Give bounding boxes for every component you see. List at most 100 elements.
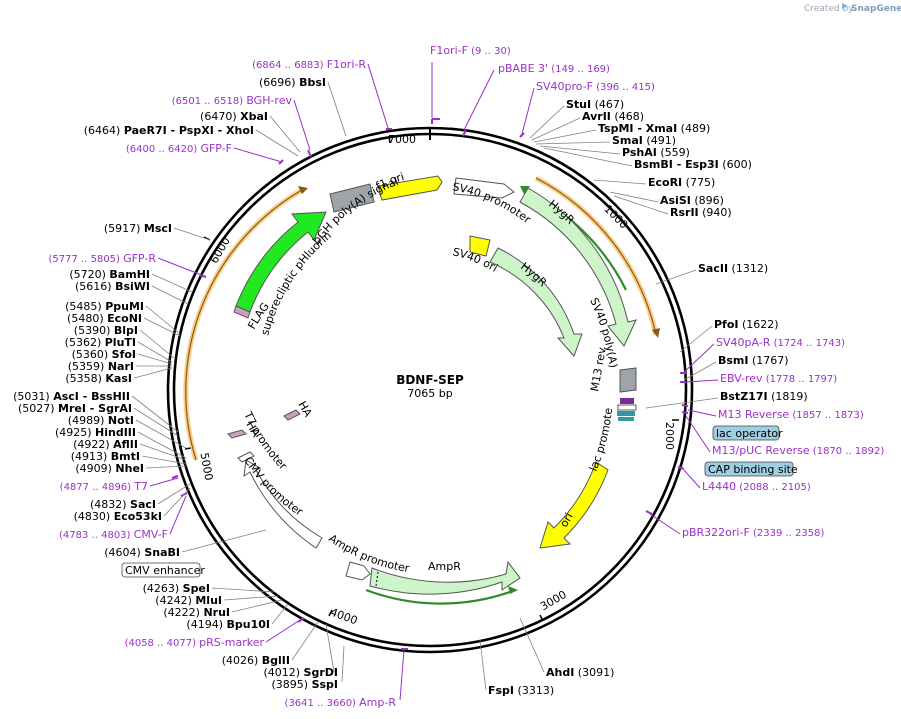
feature-ampr-promoter[interactable] [345, 561, 371, 581]
site-label-smai[interactable]: SmaI (491) [612, 134, 676, 147]
site-label-pbabe[interactable]: pBABE 3' (149 .. 169) [498, 62, 610, 75]
leader-bsiwi [151, 285, 189, 305]
site-label-avrii[interactable]: AvrII (468) [582, 110, 644, 123]
site-label-bghrev[interactable]: (6501 .. 6518) BGH-rev [172, 94, 293, 107]
site-label-kasi[interactable]: (5358) KasI [65, 372, 132, 385]
site-label-cmvf[interactable]: (4783 .. 4803) CMV-F [59, 528, 168, 541]
site-label-hindiii[interactable]: (4925) HindIII [55, 426, 136, 439]
site-label-f1orir[interactable]: (6864 .. 6883) F1ori-R [252, 58, 366, 71]
created-by-text: Created by [804, 4, 854, 14]
site-label-l4440[interactable]: L4440 (2088 .. 2105) [702, 480, 811, 493]
site-label-mlui[interactable]: (4242) MluI [155, 594, 222, 607]
site-label-stui[interactable]: StuI (467) [566, 98, 624, 111]
site-label-asci[interactable]: (5031) AscI - BssHII [13, 390, 130, 403]
site-label-bmti[interactable]: (4913) BmtI [71, 450, 140, 463]
leader-fspi [479, 639, 487, 691]
feature-ha-1[interactable] [227, 429, 247, 439]
site-label-sv40prof[interactable]: SV40pro-F (396 .. 415) [536, 80, 655, 93]
site-label-pbr322[interactable]: pBR322ori-F (2339 .. 2358) [682, 526, 824, 539]
leader-spei [211, 587, 275, 593]
site-label-saci[interactable]: (4832) SacI [90, 498, 156, 511]
feature-m13-lac-cluster[interactable] [617, 398, 637, 421]
site-label-pfoi[interactable]: PfoI (1622) [714, 318, 779, 331]
site-label-spei[interactable]: (4263) SpeI [143, 582, 210, 595]
site-label-bpu10i[interactable]: (4194) Bpu10I [186, 618, 270, 631]
site-label-gfpf[interactable]: (6400 .. 6420) GFP-F [126, 142, 232, 155]
site-label-rsrii[interactable]: RsrII (940) [670, 206, 732, 219]
site-label-bsmbi[interactable]: BsmBI - Esp3I (600) [634, 158, 752, 171]
feature-ori[interactable] [539, 461, 609, 549]
leader-blpi [139, 329, 175, 359]
site-label-sspi[interactable]: (3895) SspI [271, 678, 338, 691]
box-cmv-enhancer[interactable] [121, 562, 201, 578]
feature-sv40-ori[interactable] [469, 235, 491, 257]
feature-sv40-promoter[interactable] [453, 177, 515, 199]
site-label-ecori[interactable]: EcoRI (775) [648, 176, 715, 189]
leader-sv40par [681, 343, 715, 375]
feature-f1-ori[interactable] [377, 175, 443, 201]
leader-t7 [149, 477, 179, 487]
site-label-msci[interactable]: (5917) MscI [104, 222, 172, 235]
site-label-aflii[interactable]: (4922) AflII [73, 438, 138, 451]
feature-hygr-outer[interactable] [519, 187, 637, 347]
site-label-bsmi[interactable]: BsmI (1767) [718, 354, 789, 367]
site-label-m13puc[interactable]: M13/pUC Reverse (1870 .. 1892) [712, 444, 884, 457]
feature-bgh-polya[interactable] [329, 183, 375, 213]
site-label-xbai[interactable]: (6470) XbaI [200, 110, 268, 123]
feature-hygr-inner[interactable] [489, 247, 583, 357]
leader-prs [265, 619, 301, 643]
box-cap-binding-site[interactable] [704, 461, 794, 477]
site-label-sgrdi[interactable]: (4012) SgrDI [263, 666, 338, 679]
site-label-sv40par[interactable]: SV40pA-R (1724 .. 1743) [716, 336, 845, 349]
site-label-prs[interactable]: (4058 .. 4077) pRS-marker [125, 636, 265, 649]
leader-gfpr [157, 257, 205, 277]
leader-bsmbi [543, 147, 633, 167]
site-label-ebvrev[interactable]: EBV-rev (1778 .. 1797) [720, 372, 837, 385]
site-label-pshai[interactable]: PshAI (559) [622, 146, 690, 159]
leader-ecori [593, 179, 647, 185]
site-label-brei[interactable]: (5027) MreI - SgrAI [18, 402, 132, 415]
leader-saci [157, 483, 191, 505]
site-label-eco53ki[interactable]: (4830) Eco53kI [74, 510, 162, 523]
site-label-f1orif[interactable]: F1ori-F (9 .. 30) [430, 44, 511, 57]
site-label-nrui[interactable]: (4222) NruI [163, 606, 230, 619]
site-label-gfpr[interactable]: (5777 .. 5805) GFP-R [49, 252, 157, 265]
site-label-tspmi[interactable]: TspMI - XmaI (489) [598, 122, 710, 135]
feature-sv40-polya[interactable] [619, 367, 637, 393]
site-label-ahdi[interactable]: AhdI (3091) [546, 666, 614, 679]
site-label-nari[interactable]: (5359) NarI [68, 360, 134, 373]
site-label-pluti[interactable]: (5362) PluTI [65, 336, 136, 349]
feature-ha-2[interactable] [283, 409, 301, 421]
leader-stui [529, 105, 565, 139]
site-label-econi[interactable]: (5480) EcoNI [67, 312, 142, 325]
site-label-noti[interactable]: (4989) NotI [68, 414, 134, 427]
leader-smai [535, 141, 611, 145]
feature-t7-promoter[interactable] [237, 451, 255, 463]
site-label-nhei[interactable]: (4909) NheI [75, 462, 144, 475]
feature-superecliptic-phluorin[interactable] [235, 211, 327, 313]
box-lac-operator[interactable] [712, 425, 780, 441]
leader-bstz17i [645, 397, 719, 409]
site-label-m13r[interactable]: M13 Reverse (1857 .. 1873) [718, 408, 864, 421]
feature-cmv-promoter[interactable] [243, 459, 323, 549]
site-label-paer7i[interactable]: (6464) PaeR7I - PspXI - XhoI [84, 124, 254, 137]
site-label-ampr_p[interactable]: (3641 .. 3660) Amp-R [285, 696, 397, 709]
feature-flag[interactable] [233, 305, 251, 319]
plasmid-name: BDNF-SEP [396, 373, 464, 387]
site-label-snabi[interactable]: (4604) SnaBI [104, 546, 180, 559]
site-label-ppumi[interactable]: (5485) PpuMI [65, 300, 144, 313]
site-label-sfoi[interactable]: (5360) SfoI [72, 348, 136, 361]
site-label-asisi[interactable]: AsiSI (896) [660, 194, 724, 207]
feature-ampr[interactable] [369, 560, 521, 595]
site-label-blpi[interactable]: (5390) BlpI [74, 324, 138, 337]
site-label-bbsi[interactable]: (6696) BbsI [259, 76, 326, 89]
site-label-bsiwi[interactable]: (5616) BsiWI [75, 280, 150, 293]
leader-m13puc [685, 415, 711, 453]
leader-asisi [609, 191, 659, 203]
site-label-bamhi[interactable]: (5720) BamHI [69, 268, 150, 281]
site-label-sacii[interactable]: SacII (1312) [698, 262, 768, 275]
site-label-bstz17i[interactable]: BstZ17I (1819) [720, 390, 808, 403]
site-label-t7[interactable]: (4877 .. 4896) T7 [60, 480, 148, 493]
site-label-bglii[interactable]: (4026) BglII [222, 654, 290, 667]
site-label-fspi[interactable]: FspI (3313) [488, 684, 554, 697]
